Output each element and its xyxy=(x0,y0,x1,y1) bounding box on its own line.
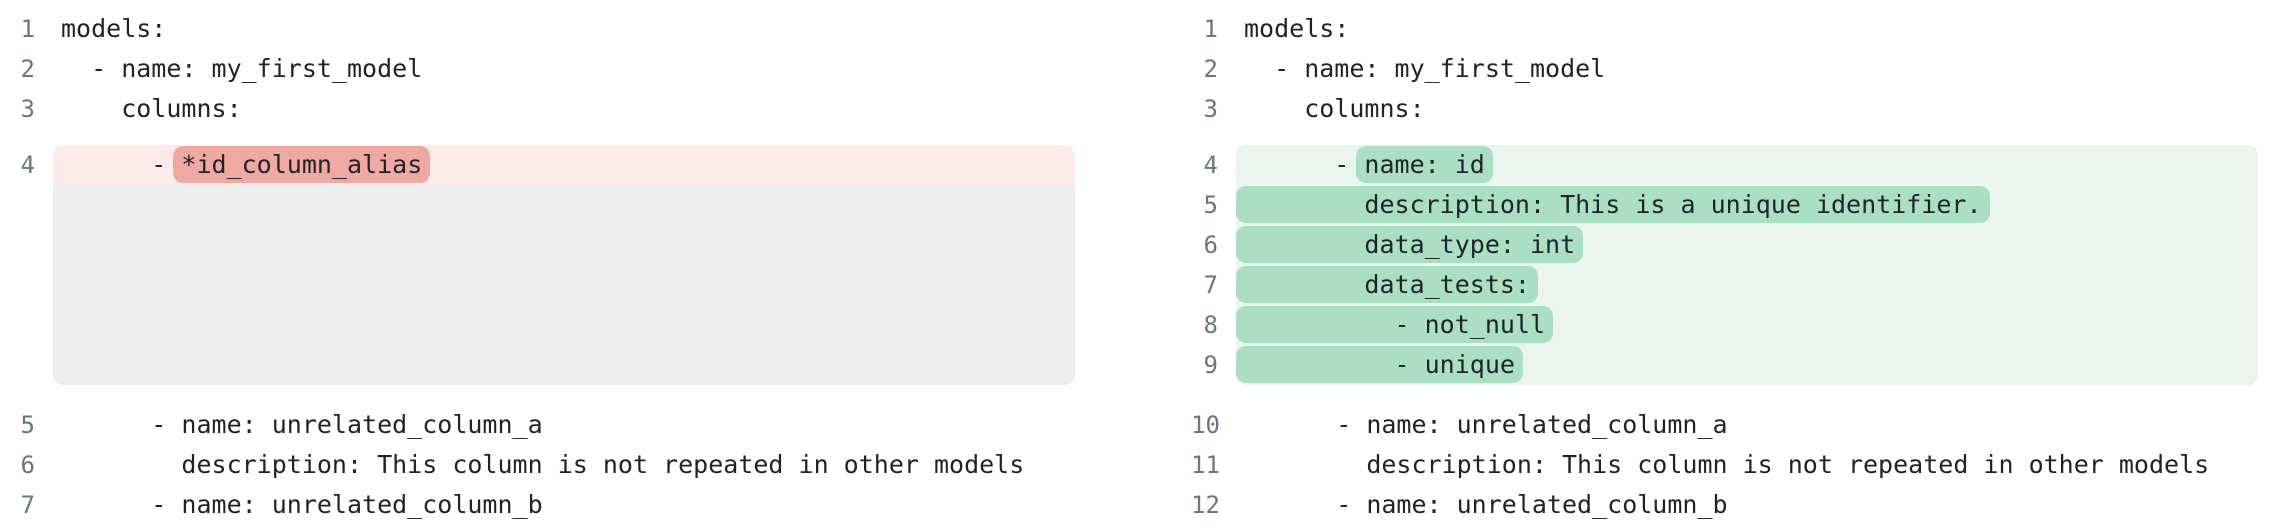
line-number: 2 xyxy=(20,55,35,83)
code-line: - *id_column_alias xyxy=(53,145,1075,185)
code-line: - name: my_first_model xyxy=(1236,49,2258,89)
line-number: 1 xyxy=(20,15,35,43)
line-number: 12 xyxy=(1191,491,1220,519)
added-line-row: 9 - unique xyxy=(1191,345,2260,385)
line-number: 3 xyxy=(20,95,35,123)
code-text: description: This column is not repeated… xyxy=(1245,450,2210,479)
line-number: 5 xyxy=(20,411,35,439)
added-line-row: 8 - not_null xyxy=(1191,305,2260,345)
diff-highlighted-token: data_tests: xyxy=(1236,266,1538,303)
code-line-row: 6 description: This column is not repeat… xyxy=(8,445,1075,485)
code-text: - name: unrelated_column_a xyxy=(61,410,543,439)
line-number: 9 xyxy=(1203,351,1218,379)
diff-highlighted-token: data_type: int xyxy=(1236,226,1584,263)
line-number: 11 xyxy=(1191,451,1220,479)
code-line: - name: unrelated_column_b xyxy=(1238,485,2260,525)
code-line: - name: id xyxy=(1236,145,2258,185)
code-text: - xyxy=(61,150,182,179)
code-line: description: This column is not repeated… xyxy=(53,445,1075,485)
code-text: - name: unrelated_column_b xyxy=(1245,490,1728,519)
diff-highlighted-token: name: id xyxy=(1356,146,1493,183)
line-number: 7 xyxy=(20,491,35,519)
code-text: columns: xyxy=(61,94,242,123)
line-number: 8 xyxy=(1203,311,1218,339)
added-line-row: 6 data_type: int xyxy=(1191,225,2260,265)
code-line: - name: unrelated_column_b xyxy=(53,485,1075,525)
removed-line-row: 4 - *id_column_alias xyxy=(8,145,1075,185)
code-line: columns: xyxy=(1236,89,2258,129)
line-number: 6 xyxy=(20,451,35,479)
code-line-row: 7 - name: unrelated_column_b xyxy=(8,485,1075,525)
added-line-row: 4 - name: id xyxy=(1191,145,2260,185)
line-number: 5 xyxy=(1203,191,1218,219)
code-text: - name: unrelated_column_a xyxy=(1245,410,1728,439)
code-line-row: 1 models: xyxy=(8,9,1075,49)
line-number: 6 xyxy=(1203,231,1218,259)
code-line: description: This column is not repeated… xyxy=(1238,445,2260,485)
code-line-row: 2 - name: my_first_model xyxy=(8,49,1075,89)
code-line-row: 12 - name: unrelated_column_b xyxy=(1191,485,2260,525)
code-text: description: This column is not repeated… xyxy=(61,450,1025,479)
line-number: 1 xyxy=(1203,15,1218,43)
added-line-row: 5 description: This is a unique identifi… xyxy=(1191,185,2260,225)
line-number: 3 xyxy=(1203,95,1218,123)
code-text: - name: my_first_model xyxy=(61,54,423,83)
code-line: models: xyxy=(53,9,1075,49)
diff-spacer-row xyxy=(8,185,1075,385)
code-text: models: xyxy=(1244,14,1350,43)
added-line-row: 7 data_tests: xyxy=(1191,265,2260,305)
code-line: - name: my_first_model xyxy=(53,49,1075,89)
code-line-row: 3 columns: xyxy=(1191,89,2260,129)
code-line: description: This is a unique identifier… xyxy=(1236,185,2258,225)
diff-highlighted-token: - not_null xyxy=(1236,306,1554,343)
code-line-row: 5 - name: unrelated_column_a xyxy=(8,405,1075,445)
code-line: models: xyxy=(1236,9,2258,49)
code-line-row: 3 columns: xyxy=(8,89,1075,129)
line-number: 2 xyxy=(1203,55,1218,83)
code-line-row: 11 description: This column is not repea… xyxy=(1191,445,2260,485)
code-line-row: 10 - name: unrelated_column_a xyxy=(1191,405,2260,445)
code-line: - unique xyxy=(1236,345,2258,385)
diff-spacer-block xyxy=(53,185,1075,385)
code-text: - name: unrelated_column_b xyxy=(61,490,543,519)
code-line-row: 1 models: xyxy=(1191,9,2260,49)
line-number: 10 xyxy=(1191,411,1220,439)
code-line: - name: unrelated_column_a xyxy=(1238,405,2260,445)
line-number xyxy=(8,185,53,385)
code-line: - not_null xyxy=(1236,305,2258,345)
diff-highlighted-token: *id_column_alias xyxy=(173,146,431,183)
code-line: data_tests: xyxy=(1236,265,2258,305)
code-line-row: 2 - name: my_first_model xyxy=(1191,49,2260,89)
diff-highlighted-token: - unique xyxy=(1236,346,1523,383)
diff-highlighted-token: description: This is a unique identifier… xyxy=(1236,186,1990,223)
line-number: 4 xyxy=(1203,151,1218,179)
code-line: - name: unrelated_column_a xyxy=(53,405,1075,445)
line-number: 4 xyxy=(20,151,35,179)
code-text: columns: xyxy=(1244,94,1425,123)
code-line: columns: xyxy=(53,89,1075,129)
code-line: data_type: int xyxy=(1236,225,2258,265)
code-text: - name: my_first_model xyxy=(1244,54,1606,83)
code-text: - xyxy=(1244,150,1365,179)
code-text: models: xyxy=(61,14,167,43)
line-number: 7 xyxy=(1203,271,1218,299)
